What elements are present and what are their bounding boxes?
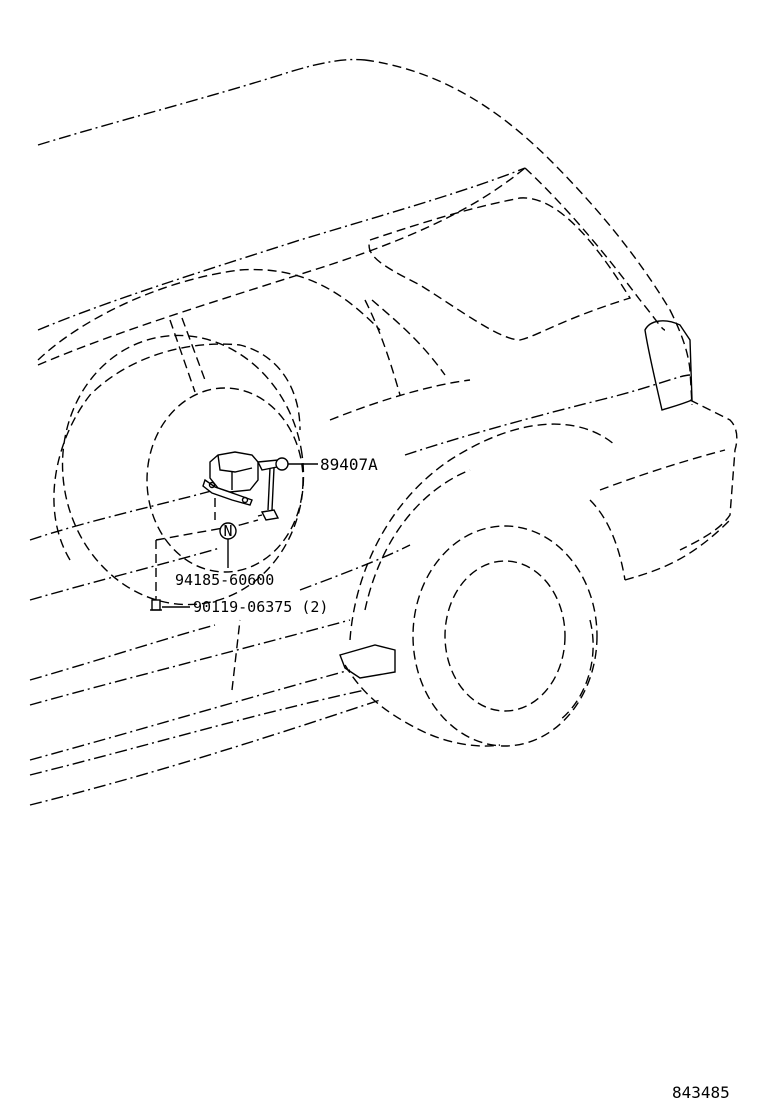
vehicle-outline [29,58,738,806]
part-number-sensor: 89407A [320,455,378,474]
grommet-nut-symbol: N [219,522,237,568]
part-number-bolt: 90119-06375 (2) [193,598,328,616]
part-number-grommet-nut: 94185-60600 [175,571,274,589]
grommet-symbol-label: N [223,522,232,540]
bolt-part [150,599,190,611]
figure-number: 843485 [672,1083,730,1102]
